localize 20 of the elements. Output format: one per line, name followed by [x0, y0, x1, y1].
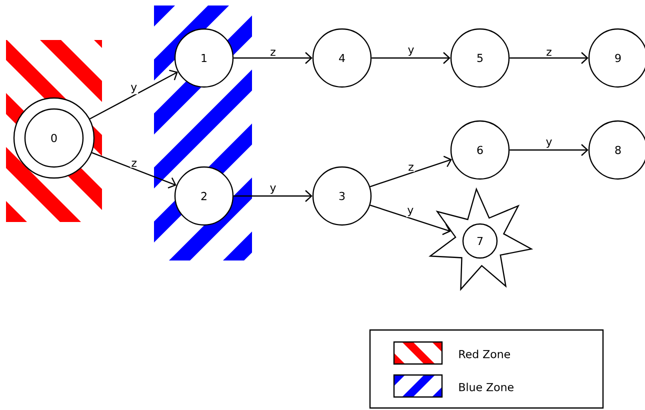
- edge-label: z: [407, 164, 415, 172]
- legend-label: Blue Zone: [459, 382, 514, 392]
- arrow: [510, 144, 588, 156]
- arrow: [234, 52, 312, 64]
- arrow: [510, 52, 588, 64]
- arrow: [234, 190, 312, 202]
- edge-label: z: [545, 48, 553, 57]
- arrow: [92, 152, 176, 189]
- edge-label: y: [544, 138, 554, 149]
- edge-label: z: [130, 160, 138, 168]
- arrow: [372, 52, 450, 64]
- edge-label: y: [406, 206, 415, 218]
- arrow: [370, 204, 451, 236]
- edge-label: z: [269, 48, 277, 57]
- arrow: [90, 70, 178, 120]
- arrow: [370, 156, 452, 188]
- edge-label: y: [130, 84, 138, 94]
- legend-label: Red Zone: [459, 350, 510, 358]
- edge-label: y: [268, 184, 278, 195]
- edge-label: y: [406, 46, 416, 57]
